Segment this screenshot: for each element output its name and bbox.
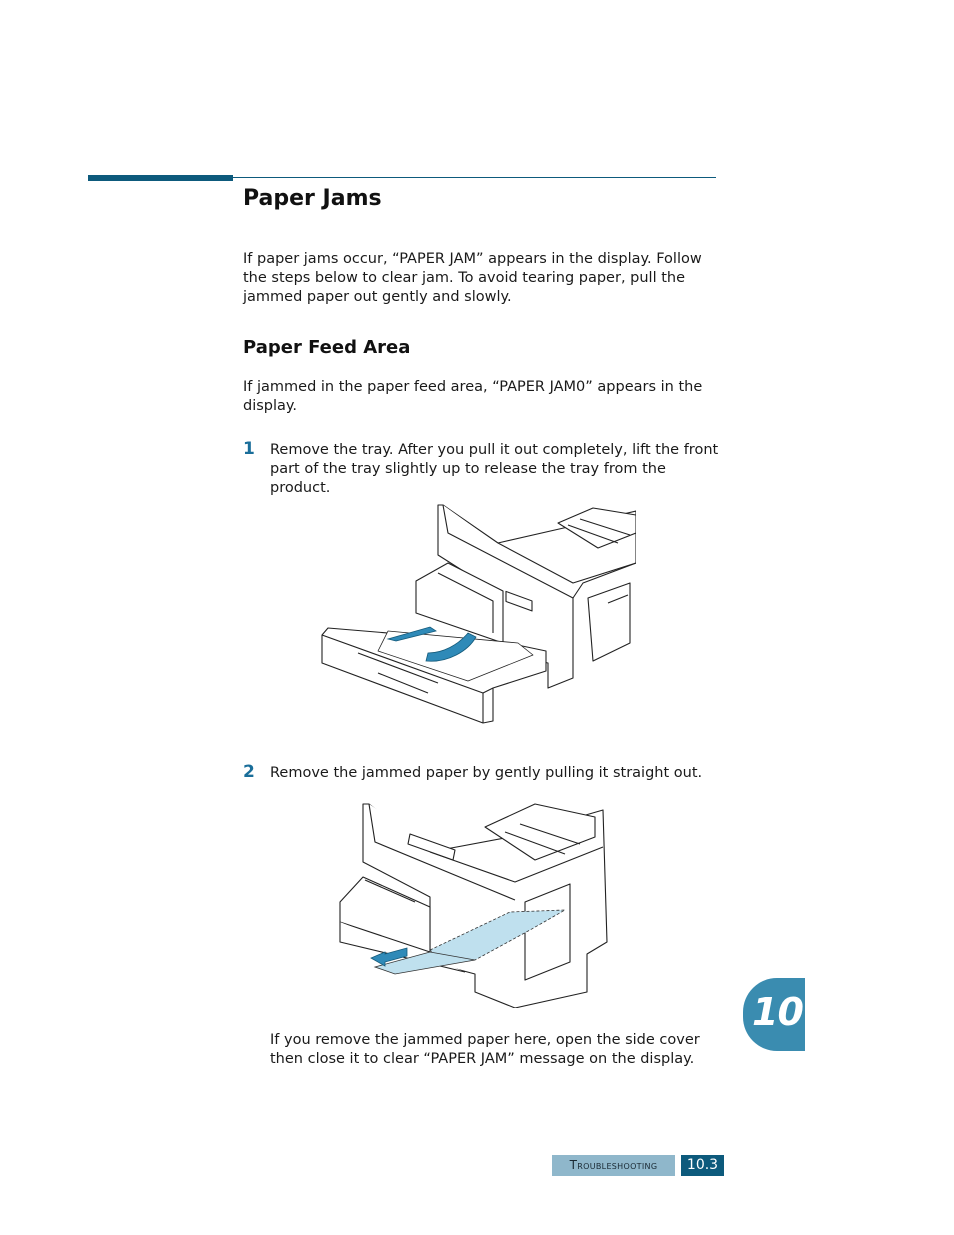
step-1-number: 1 (243, 439, 255, 459)
footer-page-number: 10.3 (681, 1155, 724, 1176)
step-2-text: Remove the jammed paper by gently pullin… (270, 765, 703, 781)
step-1-text: Remove the tray. After you pull it out c… (270, 442, 719, 496)
subsection-intro: If jammed in the paper feed area, “PAPER… (243, 379, 703, 414)
section-rule-thin (233, 177, 716, 178)
side-cover-note: If you remove the jammed paper here, ope… (270, 1032, 700, 1067)
section-title: Paper Jams (243, 186, 382, 211)
intro-paragraph: If paper jams occur, “PAPER JAM” appears… (243, 251, 702, 305)
printer-tray-removal-illustration (321, 504, 636, 724)
footer-section-label: Troubleshooting (552, 1155, 675, 1176)
printer-jammed-paper-removal-illustration (339, 803, 608, 1008)
subsection-title: Paper Feed Area (243, 337, 411, 358)
chapter-number: 10 (752, 990, 804, 1034)
section-rule-thick (88, 175, 233, 181)
chapter-tab (743, 978, 805, 1051)
step-2-number: 2 (243, 762, 255, 782)
